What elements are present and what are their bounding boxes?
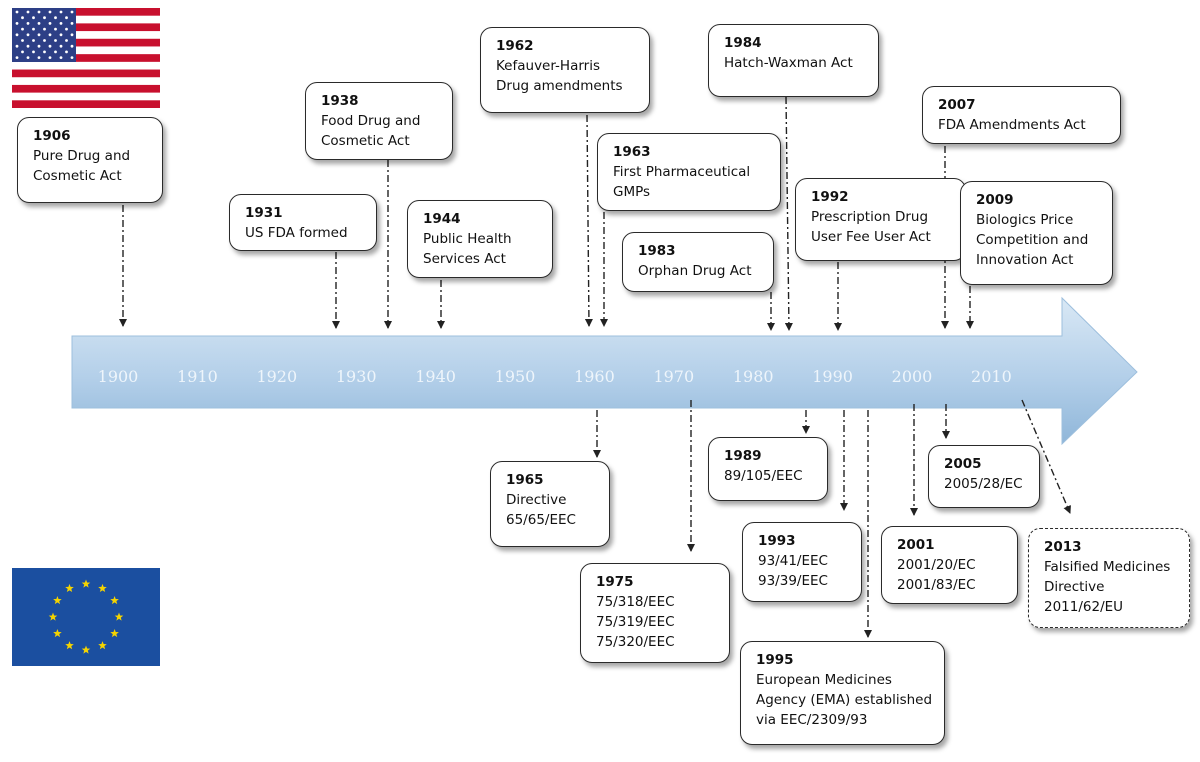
- us-event-1962: 1962 Kefauver-Harris Drug amendments: [480, 27, 650, 113]
- event-text: Pure Drug and: [33, 148, 131, 164]
- event-text: Directive: [506, 492, 567, 508]
- axis-tick-label: 2000: [892, 367, 933, 386]
- event-text: Biologics Price: [976, 212, 1074, 228]
- eu-event-1995: 1995 European Medicines Agency (EMA) est…: [740, 641, 945, 745]
- us-event-1906: 1906 Pure Drug and Cosmetic Act: [17, 117, 163, 203]
- event-year: 2009: [976, 192, 1014, 208]
- axis-tick-label: 2010: [971, 367, 1012, 386]
- us-event-1992: 1992 Prescription Drug User Fee User Act: [795, 178, 966, 261]
- us-event-1963: 1963 First Pharmaceutical GMPs: [597, 133, 781, 211]
- event-year: 1983: [638, 243, 676, 259]
- event-year: 1984: [724, 35, 762, 51]
- event-text: 93/39/EEC: [758, 573, 828, 589]
- event-text: First Pharmaceutical: [613, 164, 751, 180]
- event-text: Cosmetic Act: [33, 168, 122, 184]
- us-event-1931: 1931 US FDA formed: [229, 194, 377, 251]
- event-year: 1965: [506, 472, 544, 488]
- axis-tick-label: 1960: [574, 367, 615, 386]
- event-text: 2001/20/EC: [897, 557, 976, 573]
- event-text: Public Health: [423, 231, 512, 247]
- event-text: GMPs: [613, 184, 651, 200]
- event-text: FDA Amendments Act: [938, 117, 1086, 133]
- axis-tick-label: 1910: [177, 367, 218, 386]
- connector-arrow: [784, 96, 793, 331]
- eu-event-1993: 1993 93/41/EEC 93/39/EEC: [742, 522, 862, 602]
- event-text: 75/319/EEC: [596, 614, 675, 630]
- event-text: Falsified Medicines: [1044, 559, 1171, 575]
- us-event-2009: 2009 Biologics Price Competition and Inn…: [960, 181, 1113, 285]
- event-year: 1938: [321, 93, 359, 109]
- eu-event-1989: 1989 89/105/EEC: [708, 437, 828, 501]
- axis-tick-label: 1900: [98, 367, 139, 386]
- event-text: 2001/83/EC: [897, 577, 976, 593]
- event-text: Hatch-Waxman Act: [724, 55, 853, 71]
- event-text: Services Act: [423, 251, 506, 267]
- event-year: 1975: [596, 574, 634, 590]
- event-text: Drug amendments: [496, 78, 623, 94]
- event-text: User Fee User Act: [811, 229, 931, 245]
- event-year: 1944: [423, 211, 461, 227]
- event-year: 1992: [811, 189, 849, 205]
- event-text: US FDA formed: [245, 225, 348, 241]
- us-event-1938: 1938 Food Drug and Cosmetic Act: [305, 82, 453, 160]
- eu-event-1975: 1975 75/318/EEC 75/319/EEC 75/320/EEC: [580, 563, 730, 663]
- event-text: European Medicines: [756, 672, 892, 688]
- axis-tick-label: 1950: [495, 367, 536, 386]
- axis-tick-label: 1930: [336, 367, 377, 386]
- event-text: Competition and: [976, 232, 1089, 248]
- axis-tick-label: 1920: [256, 367, 297, 386]
- event-text: Agency (EMA) established: [756, 692, 933, 708]
- event-year: 1989: [724, 448, 762, 464]
- event-text: 2005/28/EC: [944, 476, 1023, 492]
- event-text: via EEC/2309/93: [756, 712, 868, 728]
- event-text: Directive: [1044, 579, 1105, 595]
- connector-arrow: [584, 114, 593, 327]
- event-year: 2007: [938, 97, 976, 113]
- axis-tick-label: 1940: [415, 367, 456, 386]
- event-text: 2011/62/EU: [1044, 599, 1124, 615]
- eu-event-2005: 2005 2005/28/EC: [928, 445, 1040, 508]
- event-text: Orphan Drug Act: [638, 263, 752, 279]
- us-event-1983: 1983 Orphan Drug Act: [622, 232, 774, 292]
- event-text: 75/318/EEC: [596, 594, 675, 610]
- axis-tick-label: 1970: [653, 367, 694, 386]
- event-year: 1995: [756, 652, 794, 668]
- eu-event-2001: 2001 2001/20/EC 2001/83/EC: [881, 526, 1018, 604]
- event-year: 1993: [758, 533, 796, 549]
- us-event-1984: 1984 Hatch-Waxman Act: [708, 24, 879, 97]
- us-flag-icon: [12, 8, 160, 108]
- timeline-arrow: [71, 296, 1138, 446]
- eu-flag-icon: [12, 568, 160, 666]
- event-text: 93/41/EEC: [758, 553, 828, 569]
- event-year: 2013: [1044, 539, 1082, 555]
- event-text: 75/320/EEC: [596, 634, 675, 650]
- axis-tick-label: 1990: [812, 367, 853, 386]
- event-text: Cosmetic Act: [321, 133, 410, 149]
- us-event-1944: 1944 Public Health Services Act: [407, 200, 553, 278]
- axis-tick-label: 1980: [733, 367, 774, 386]
- event-year: 1963: [613, 144, 651, 160]
- event-text: Kefauver-Harris: [496, 58, 600, 74]
- eu-event-1965: 1965 Directive 65/65/EEC: [490, 461, 610, 547]
- event-year: 1931: [245, 205, 283, 221]
- eu-event-2013: 2013 Falsified Medicines Directive 2011/…: [1028, 528, 1190, 628]
- event-year: 1962: [496, 38, 534, 54]
- event-text: Prescription Drug: [811, 209, 929, 225]
- event-year: 2005: [944, 456, 982, 472]
- event-text: Innovation Act: [976, 252, 1074, 268]
- us-event-2007: 2007 FDA Amendments Act: [922, 86, 1121, 144]
- event-text: Food Drug and: [321, 113, 421, 129]
- event-text: 65/65/EEC: [506, 512, 576, 528]
- event-year: 1906: [33, 128, 71, 144]
- connector-arrow: [1021, 399, 1071, 514]
- event-year: 2001: [897, 537, 935, 553]
- event-text: 89/105/EEC: [724, 468, 803, 484]
